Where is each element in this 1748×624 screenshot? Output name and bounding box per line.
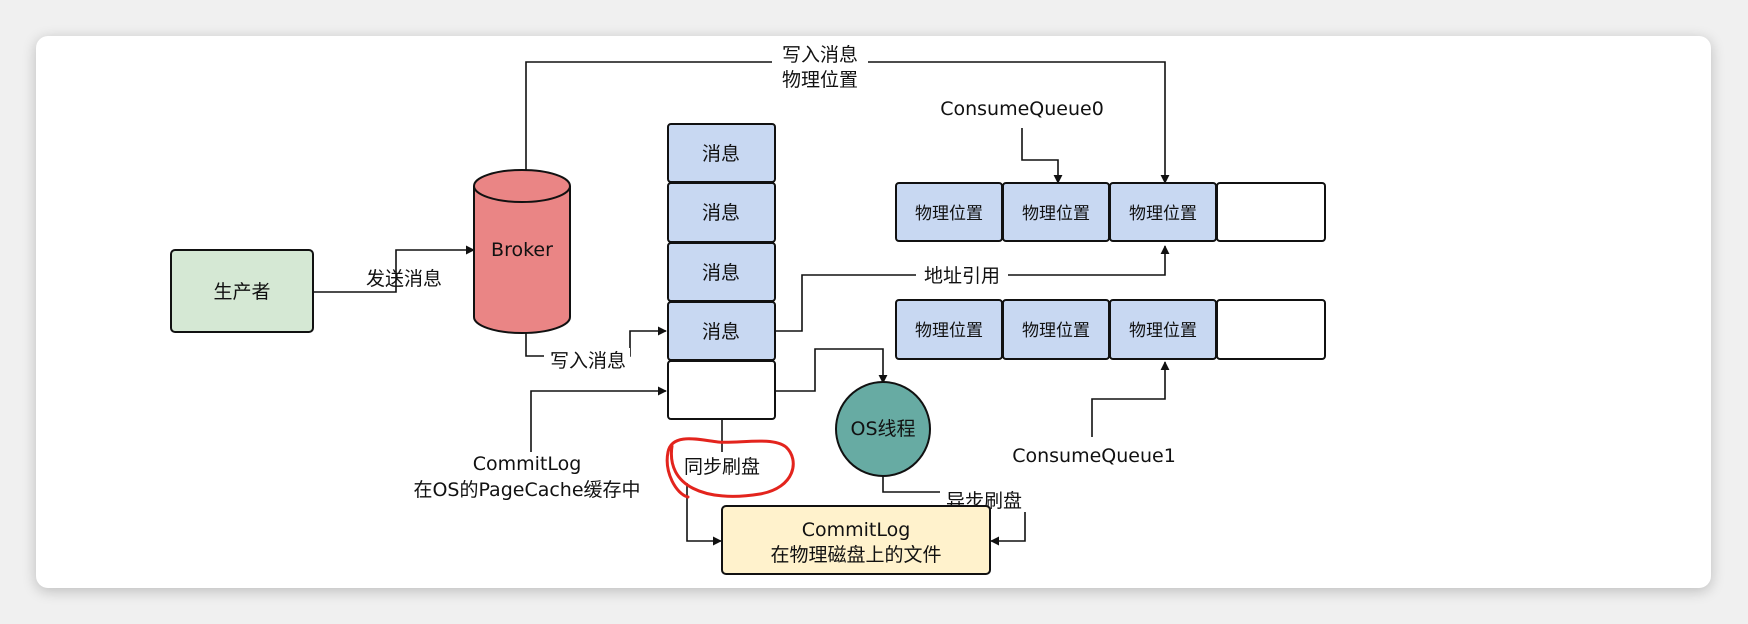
- message-label: 消息: [702, 202, 740, 224]
- queue-cell-label: 物理位置: [1129, 204, 1197, 224]
- producer-node: 生产者: [170, 249, 314, 333]
- send-message-label: 发送消息: [366, 268, 442, 290]
- to-os-thread-arrow: [776, 348, 888, 392]
- commitlog-cache-line2: 在OS的PageCache缓存中: [413, 479, 640, 501]
- producer-label: 生产者: [213, 281, 270, 303]
- write-message-label: 写入消息: [550, 350, 626, 372]
- diagram-card: [36, 36, 1711, 588]
- queue-cell-empty: [1216, 299, 1326, 360]
- queue-cell-label: 物理位置: [915, 204, 983, 224]
- message-label: 消息: [702, 143, 740, 165]
- consumequeue0-label: ConsumeQueue0: [940, 98, 1104, 120]
- consumequeue0-row: 物理位置 物理位置 物理位置: [895, 182, 1326, 242]
- consumequeue1-row: 物理位置 物理位置 物理位置: [895, 299, 1326, 360]
- consumequeue1-label: ConsumeQueue1: [1012, 445, 1176, 467]
- message-stack: 消息 消息 消息 消息: [667, 123, 776, 420]
- queue-cell-empty: [1216, 182, 1326, 242]
- commitlog-cache-line1: CommitLog: [473, 453, 582, 475]
- send-arrow: [313, 245, 475, 293]
- queue-cell-label: 物理位置: [1129, 321, 1197, 341]
- os-thread-node: OS线程: [835, 381, 931, 477]
- queue-cell-label: 物理位置: [1022, 321, 1090, 341]
- message-label: 消息: [702, 262, 740, 284]
- highlight-circle: [665, 437, 795, 499]
- empty-slot: [667, 360, 776, 420]
- consumequeue1-arrow: [1091, 361, 1170, 437]
- queue-cell-label: 物理位置: [1022, 204, 1090, 224]
- queue-cell-label: 物理位置: [915, 321, 983, 341]
- broker-node: Broker: [473, 169, 571, 334]
- os-thread-label: OS线程: [850, 418, 915, 440]
- commitlog-file-node: CommitLog 在物理磁盘上的文件: [721, 505, 991, 575]
- consumequeue0-arrow: [1021, 128, 1063, 184]
- sync-flush-arrow: [686, 483, 722, 546]
- commitlog-file-line2: 在物理磁盘上的文件: [770, 544, 941, 566]
- address-ref-arrow: [776, 245, 1170, 332]
- address-ref-label: 地址引用: [924, 265, 1000, 287]
- commitlog-file-line1: CommitLog: [802, 519, 911, 541]
- message-label: 消息: [702, 321, 740, 343]
- sync-flush-label: 同步刷盘: [684, 456, 760, 478]
- top-label-line1: 写入消息: [782, 44, 858, 66]
- pagecache-arrow: [530, 386, 667, 452]
- broker-label: Broker: [491, 239, 553, 261]
- top-label-line2: 物理位置: [782, 69, 858, 91]
